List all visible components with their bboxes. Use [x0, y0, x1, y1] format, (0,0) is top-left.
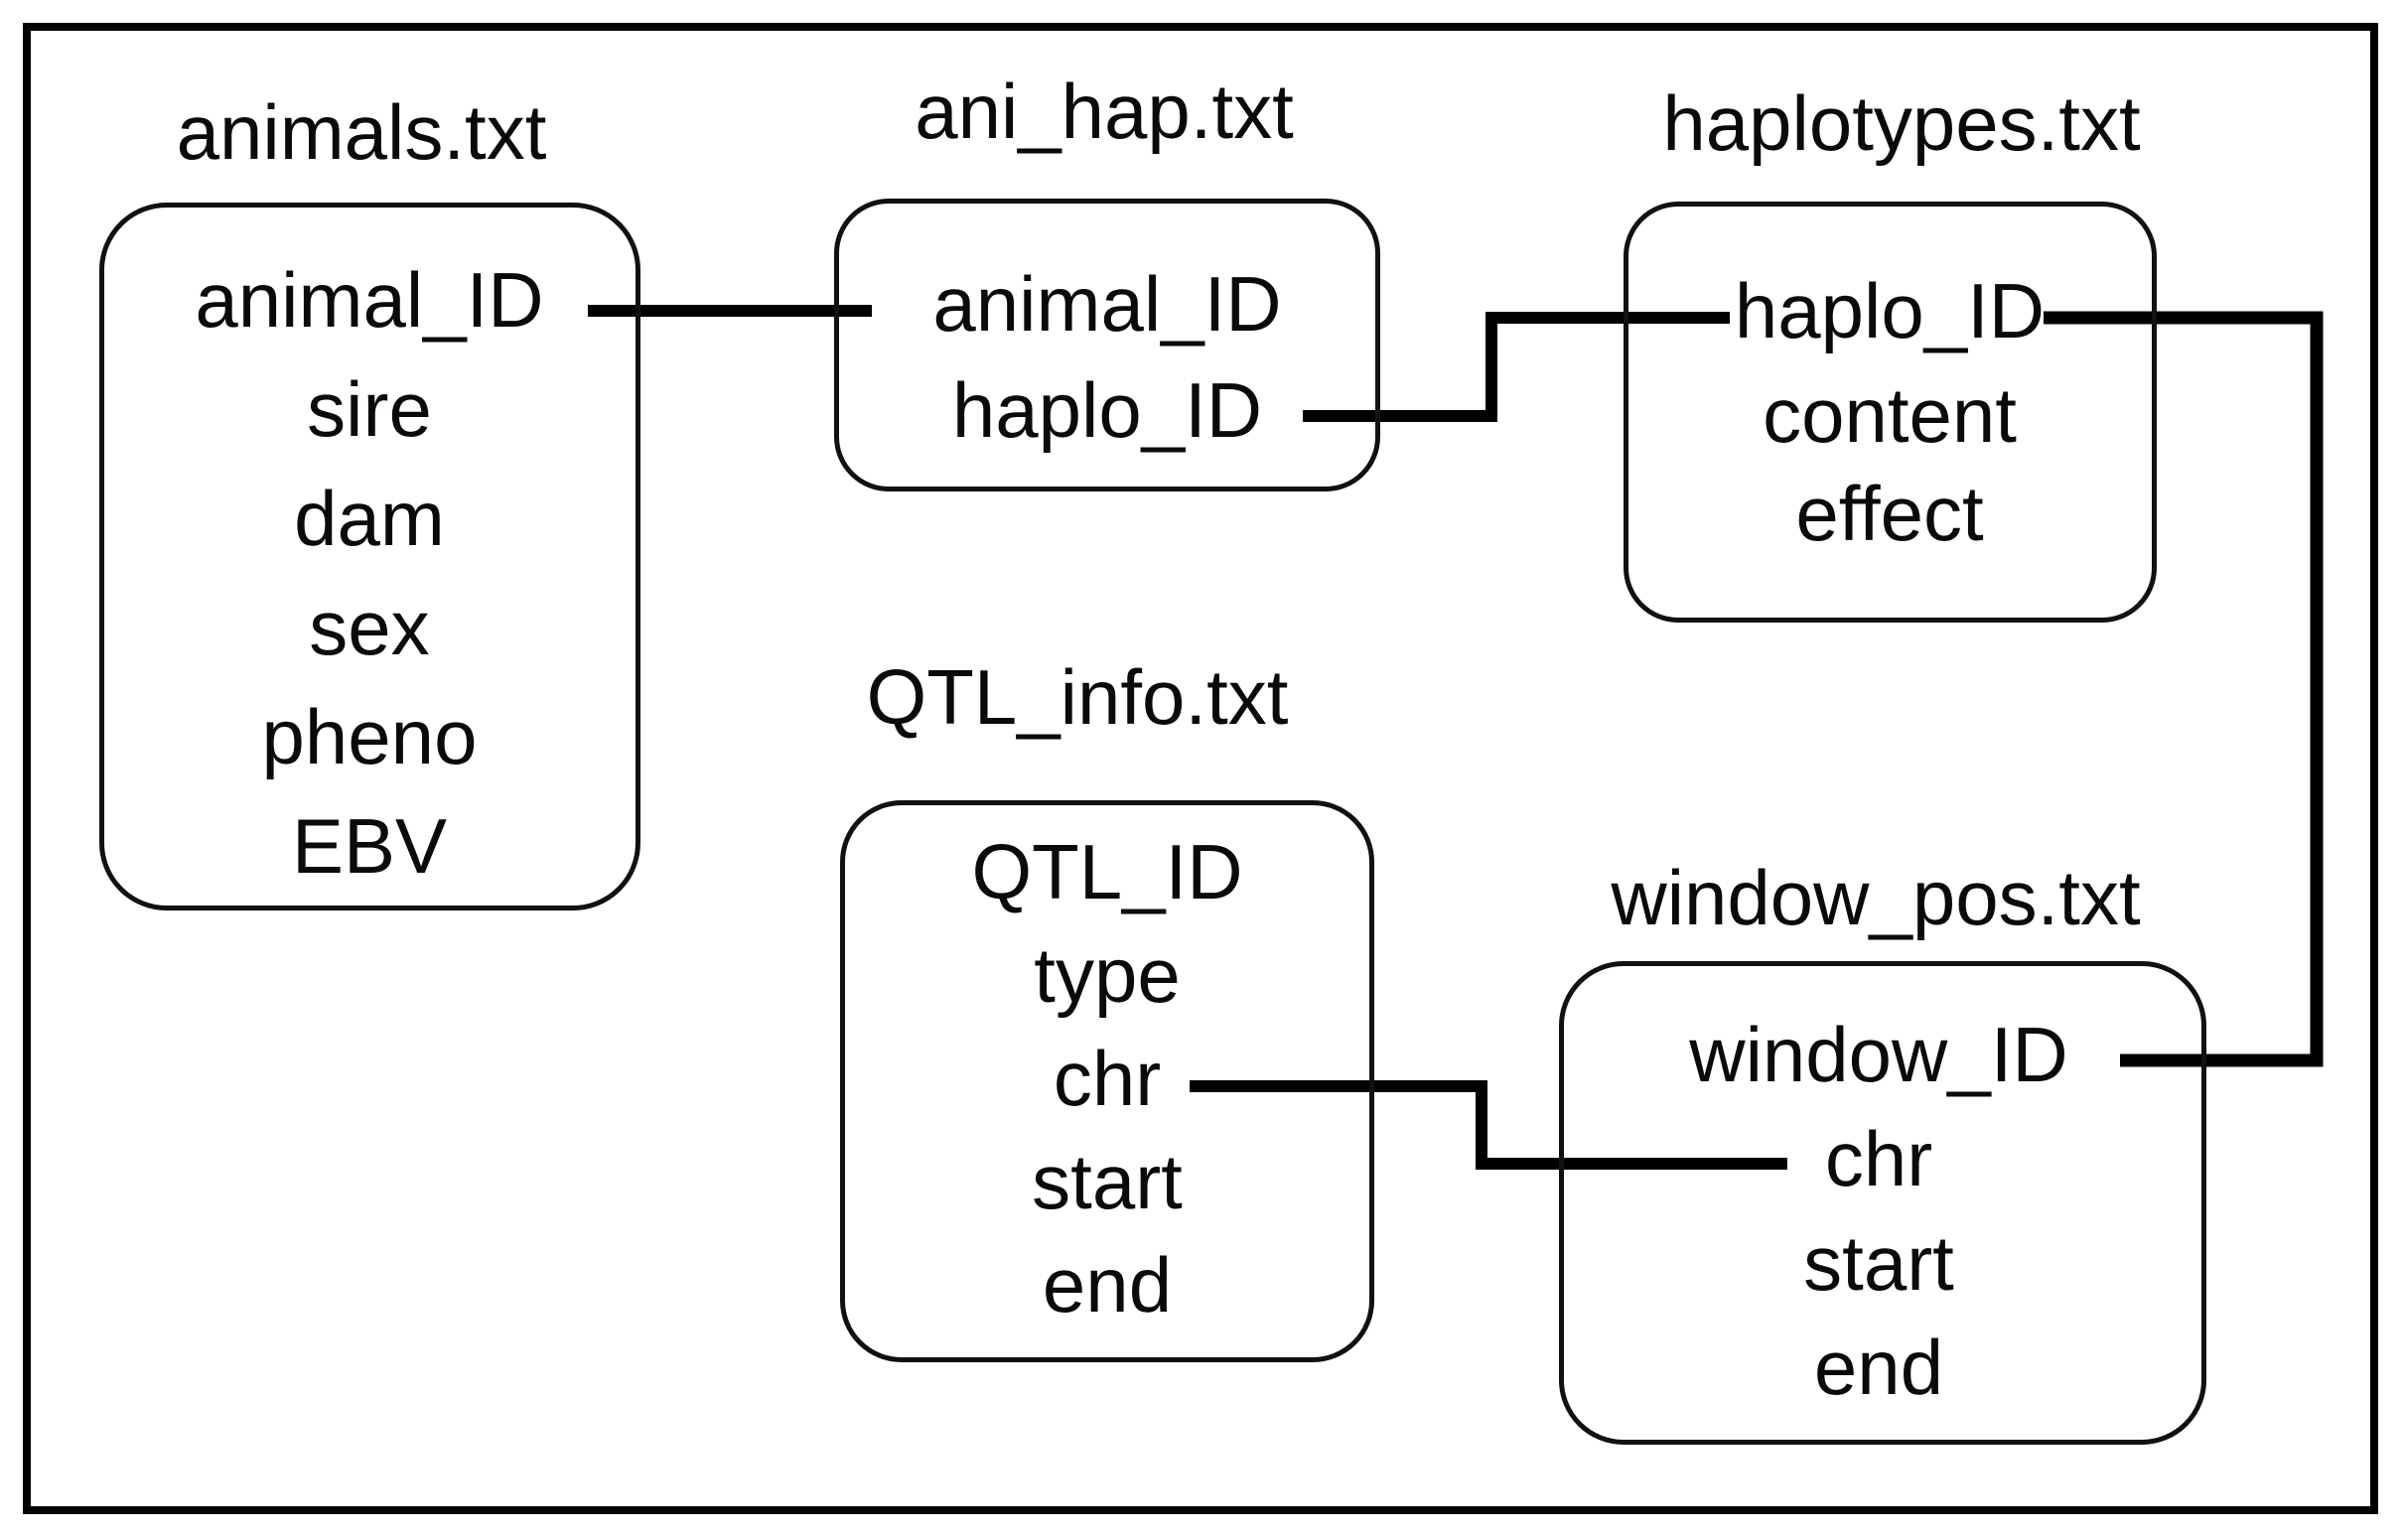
field-haplo-id: haplo_ID: [1734, 267, 2046, 354]
field-start: start: [1803, 1219, 1954, 1307]
entity-title-window-pos: window_pos.txt: [1611, 854, 2141, 941]
field-animal-id: animal_ID: [932, 260, 1282, 348]
entity-box-ani-hap: [834, 199, 1380, 491]
field-sex: sex: [309, 584, 430, 671]
field-animal-id: animal_ID: [195, 256, 544, 344]
field-window-id: window_ID: [1689, 1011, 2068, 1098]
field-qtl-id: QTL_ID: [971, 828, 1243, 915]
entity-box-animals: [99, 203, 640, 910]
field-chr: chr: [1824, 1115, 1933, 1202]
connector-ani-hap-haplo-id-to-haplotypes-haplo-id: [1303, 312, 1730, 422]
connector-qtl-info-chr-to-window-pos-chr: [1190, 1080, 1787, 1170]
field-type: type: [1034, 931, 1181, 1019]
field-ebv: EBV: [291, 802, 448, 890]
field-start: start: [1032, 1138, 1183, 1225]
field-pheno: pheno: [261, 693, 478, 780]
field-sire: sire: [307, 365, 432, 453]
field-end: end: [1042, 1241, 1173, 1329]
entity-box-haplotypes: [1624, 202, 2157, 623]
connector-haplotypes-haplo-id-to-window-pos-window-id: [2044, 311, 2324, 1067]
entity-title-qtl-info: QTL_info.txt: [866, 653, 1289, 741]
field-content: content: [1763, 371, 2017, 459]
entity-title-ani-hap: ani_hap.txt: [915, 68, 1294, 155]
field-dam: dam: [294, 475, 445, 562]
entity-title-animals: animals.txt: [176, 88, 547, 176]
figure-border: [23, 23, 2378, 1514]
entity-box-window-pos: [1559, 961, 2206, 1445]
field-effect: effect: [1795, 470, 1984, 557]
entity-title-haplotypes: haplotypes.txt: [1662, 79, 2141, 167]
field-haplo-id: haplo_ID: [951, 366, 1263, 454]
field-end: end: [1813, 1324, 1944, 1411]
entity-box-qtl-info: [840, 800, 1374, 1362]
field-chr: chr: [1053, 1035, 1162, 1122]
